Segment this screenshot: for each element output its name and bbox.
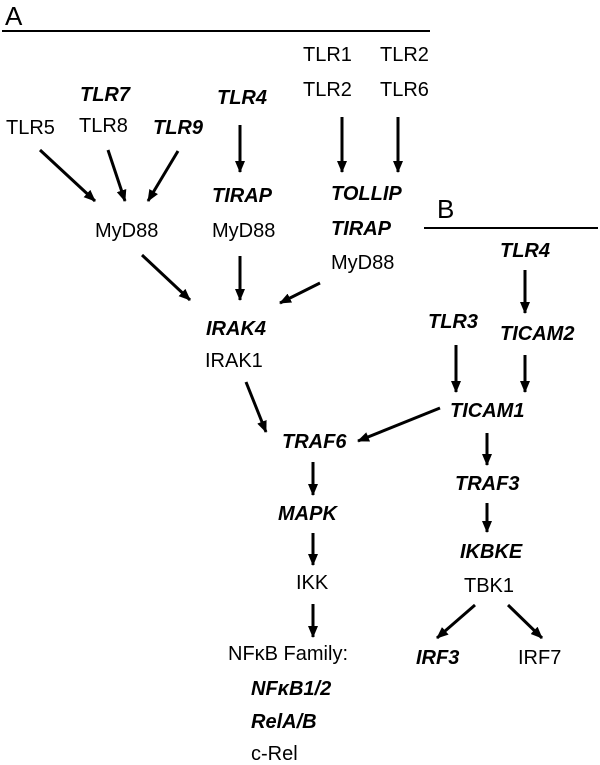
node-tollip: TOLLIP (331, 183, 402, 205)
node-ticam1: TICAM1 (450, 400, 524, 422)
node-myd88-1: MyD88 (95, 220, 158, 242)
arrow-tlr9-myd88 (146, 150, 180, 202)
node-tlr1: TLR1 (303, 44, 352, 66)
panel-label-a: A (5, 1, 23, 31)
node-traf6: TRAF6 (282, 431, 347, 453)
node-tlr3: TLR3 (428, 311, 478, 333)
node-ticam2: TICAM2 (500, 323, 574, 345)
arrow-tlr8-myd88 (106, 149, 127, 202)
arrow-myd88-irak4-right (279, 281, 321, 305)
node-tlr4-a: TLR4 (217, 87, 267, 109)
node-irf3: IRF3 (416, 647, 459, 669)
node-traf3: TRAF3 (455, 473, 519, 495)
arrow-tbk1-irf7 (506, 603, 544, 640)
node-tlr5: TLR5 (6, 117, 55, 139)
arrow-myd88-irak4-left (140, 253, 192, 302)
node-nfkb-family: NFκB Family: (228, 643, 348, 665)
node-ikbke: IKBKE (460, 541, 523, 563)
arrow-tlr5-myd88 (38, 148, 97, 203)
arrow-tbk1-irf3 (436, 603, 476, 640)
node-rela-b: RelA/B (251, 711, 317, 733)
arrow-ticam1-traf6 (357, 406, 441, 443)
node-nfkb12: NFκB1/2 (251, 678, 331, 700)
node-tirap-2: TIRAP (331, 218, 392, 240)
node-tbk1: TBK1 (464, 575, 514, 597)
node-tlr2-b: TLR2 (380, 44, 429, 66)
node-irak1: IRAK1 (205, 350, 263, 372)
node-tlr4-b: TLR4 (500, 240, 550, 262)
node-tlr9: TLR9 (153, 117, 204, 139)
arrow-irak1-traf6 (244, 381, 268, 433)
node-mapk: MAPK (278, 503, 338, 525)
node-myd88-2: MyD88 (212, 220, 275, 242)
node-tlr8: TLR8 (79, 115, 128, 137)
node-ikk: IKK (296, 572, 329, 594)
node-irak4: IRAK4 (206, 318, 266, 340)
node-irf7: IRF7 (518, 647, 561, 669)
node-tlr2-a: TLR2 (303, 79, 352, 101)
node-tirap-1: TIRAP (212, 185, 273, 207)
node-tlr7: TLR7 (80, 84, 131, 106)
node-myd88-3: MyD88 (331, 252, 394, 274)
panel-label-b: B (437, 194, 454, 224)
node-tlr6: TLR6 (380, 79, 429, 101)
node-c-rel: c-Rel (251, 743, 298, 765)
